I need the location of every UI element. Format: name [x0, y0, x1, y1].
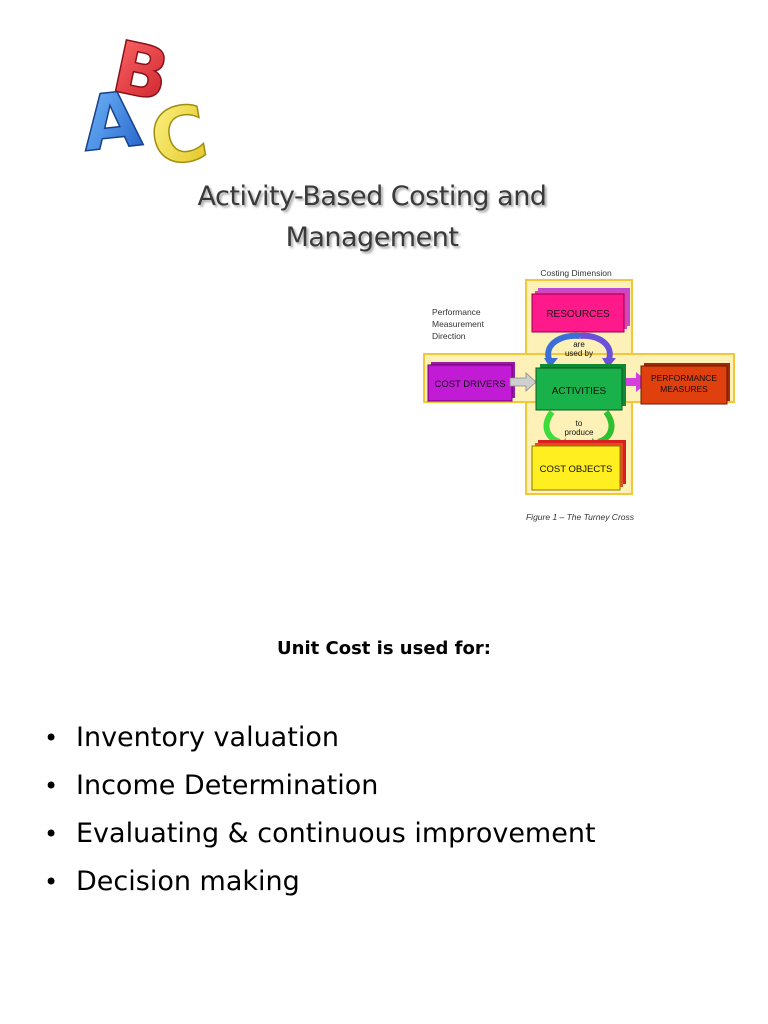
slide-title-line-2: Management	[285, 222, 459, 253]
bullet-item: • Income Determination	[44, 762, 596, 810]
bullet-text: Inventory valuation	[76, 722, 339, 753]
bullet-text: Decision making	[76, 866, 300, 897]
letter-c: C	[143, 87, 213, 180]
figure-caption: Figure 1 – The Turney Cross	[526, 512, 635, 522]
performance-label-line-2: Measurement	[432, 319, 485, 329]
bullet-dot-icon: •	[44, 820, 59, 848]
svg-text:used by: used by	[565, 349, 593, 358]
svg-text:produce: produce	[565, 428, 594, 437]
svg-text:to: to	[576, 419, 583, 428]
bullet-item: • Evaluating & continuous improvement	[44, 810, 596, 858]
bullet-dot-icon: •	[44, 772, 59, 800]
svg-text:are: are	[573, 340, 585, 349]
bullet-dot-icon: •	[44, 868, 59, 896]
resources-box: RESOURCES	[531, 288, 630, 333]
bullet-dot-icon: •	[44, 724, 59, 752]
unit-cost-uses-list: • Inventory valuation • Income Determinati…	[44, 714, 596, 906]
bullet-text: Evaluating & continuous improvement	[76, 818, 596, 849]
svg-text:MEASURES: MEASURES	[660, 384, 708, 394]
slide-title: Activity-Based Costing and Management	[150, 176, 594, 258]
turney-cross-diagram: Costing Dimension Performance Measuremen…	[423, 268, 735, 522]
bullet-text: Income Determination	[76, 770, 379, 801]
are-used-by-arrows: are used by	[544, 332, 616, 368]
abc-blocks-logo: B A C	[77, 24, 215, 180]
performance-measures-box: PERFORMANCE MEASURES	[640, 363, 730, 405]
svg-text:RESOURCES: RESOURCES	[546, 309, 610, 320]
svg-text:COST OBJECTS: COST OBJECTS	[540, 464, 613, 475]
cost-drivers-box: COST DRIVERS	[427, 362, 515, 402]
performance-label-line-1: Performance	[432, 307, 481, 317]
performance-arrow	[626, 372, 648, 392]
svg-text:ACTIVITIES: ACTIVITIES	[552, 386, 607, 397]
costing-dimension-label: Costing Dimension	[540, 268, 612, 278]
unit-cost-heading: Unit Cost is used for:	[277, 638, 491, 659]
slide-title-line-1: Activity-Based Costing and	[197, 181, 547, 212]
svg-text:COST DRIVERS: COST DRIVERS	[434, 379, 505, 390]
cost-objects-box: COST OBJECTS	[531, 440, 626, 491]
letter-a: A	[78, 74, 146, 169]
bullet-item: • Decision making	[44, 858, 596, 906]
cost-drivers-arrow	[509, 372, 537, 392]
svg-text:PERFORMANCE: PERFORMANCE	[651, 373, 717, 383]
bullet-item: • Inventory valuation	[44, 714, 596, 762]
performance-label-line-3: Direction	[432, 331, 466, 341]
activities-box: ACTIVITIES	[535, 364, 626, 411]
